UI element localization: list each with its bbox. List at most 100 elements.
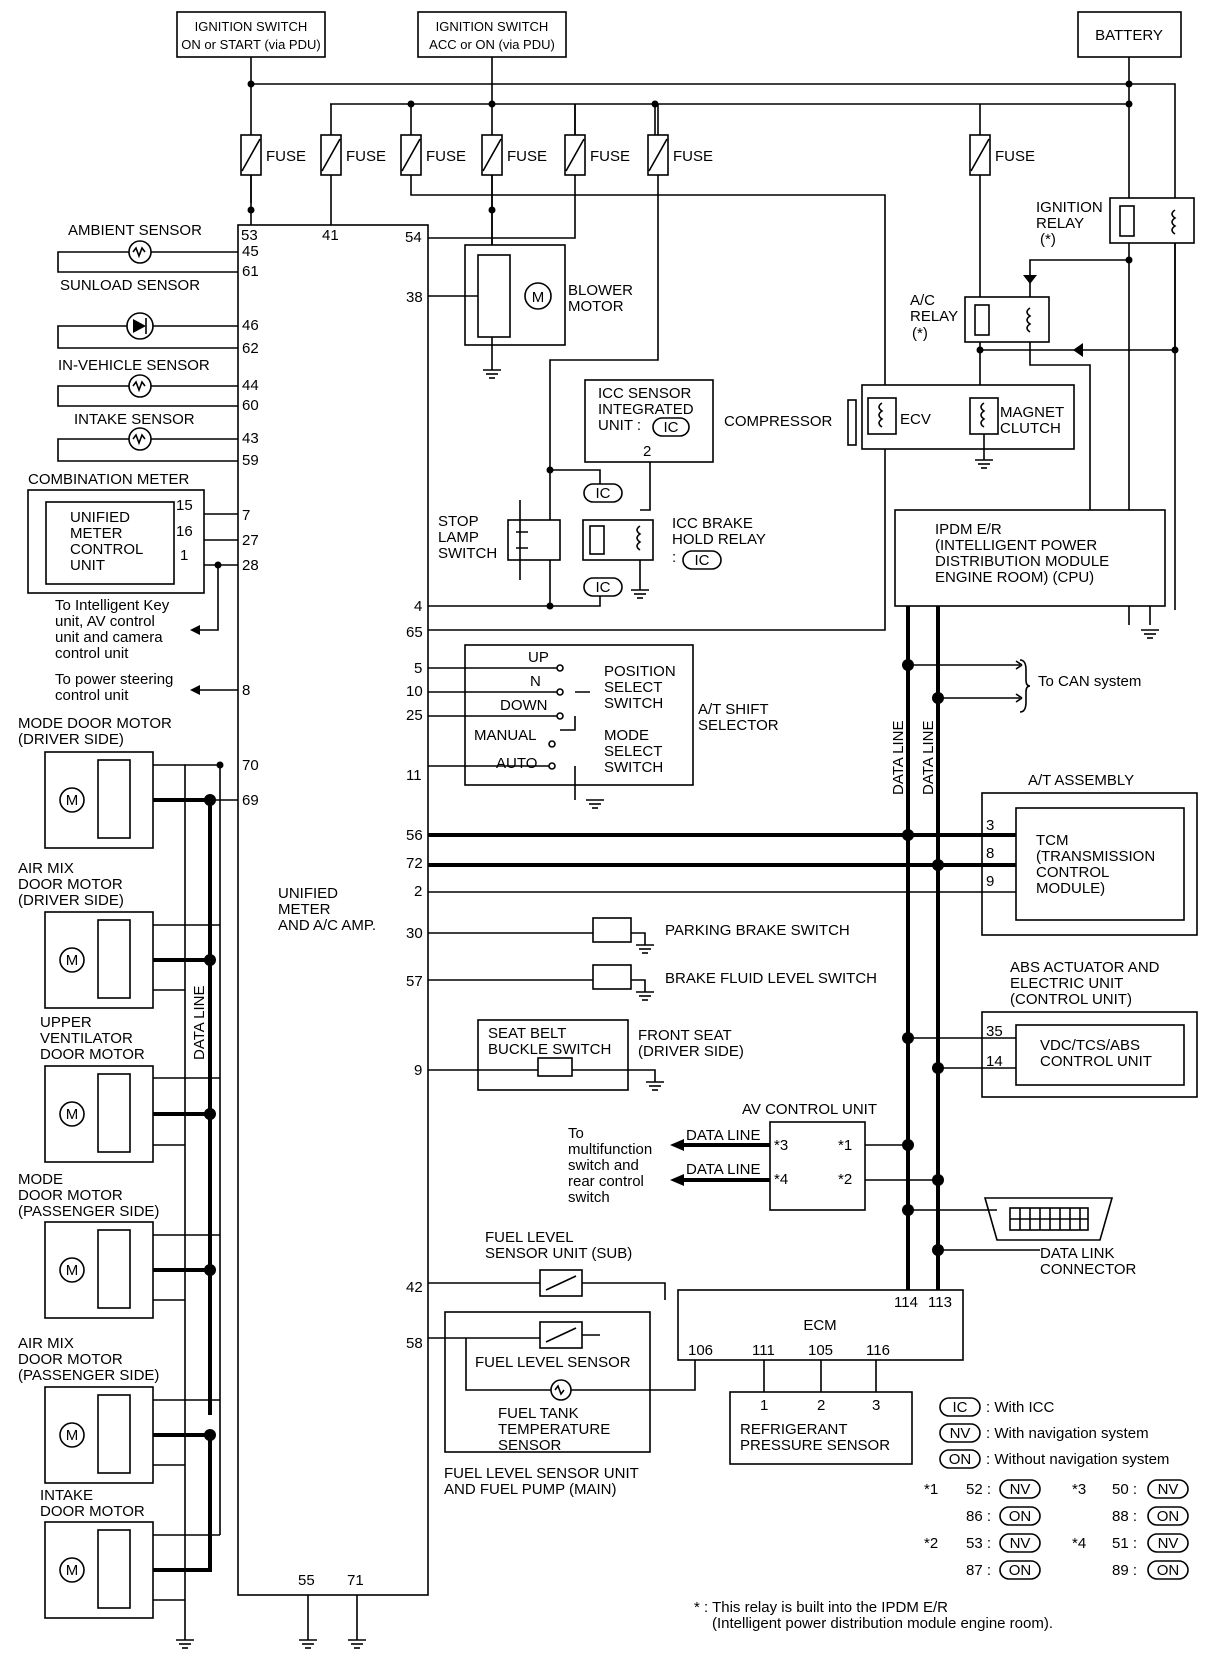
refrigerant-pressure-sensor: 1 2 3 REFRIGERANT PRESSURE SENSOR — [729, 1391, 913, 1465]
svg-text:89 :: 89 : — [1112, 1562, 1137, 1579]
svg-text:DOOR MOTOR: DOOR MOTOR — [40, 1046, 145, 1063]
svg-text:M: M — [66, 952, 79, 969]
svg-text:3: 3 — [986, 817, 994, 834]
svg-text:UNIT :: UNIT : — [598, 417, 641, 434]
svg-text:M: M — [66, 1262, 79, 1279]
svg-text:ON: ON — [1009, 1562, 1032, 1579]
svg-text:UNIT: UNIT — [70, 557, 105, 574]
svg-text:70: 70 — [242, 757, 259, 774]
in-vehicle-sensor: IN-VEHICLE SENSOR — [57, 357, 238, 407]
svg-text:M: M — [66, 792, 79, 809]
svg-text:42: 42 — [406, 1279, 423, 1296]
svg-text:28: 28 — [242, 557, 259, 574]
ipdm-er: IPDM E/R (INTELLIGENT POWER DISTRIBUTION… — [894, 509, 1166, 607]
svg-text:2: 2 — [817, 1397, 825, 1414]
svg-text:ON: ON — [1157, 1508, 1180, 1525]
svg-text:(INTELLIGENT POWER: (INTELLIGENT POWER — [935, 537, 1097, 554]
svg-text:ECV: ECV — [900, 411, 931, 428]
battery: BATTERY — [1077, 11, 1182, 58]
svg-text:ELECTRIC UNIT: ELECTRIC UNIT — [1010, 975, 1123, 992]
svg-text:(DRIVER SIDE): (DRIVER SIDE) — [18, 731, 124, 748]
svg-text:58: 58 — [406, 1335, 423, 1352]
motor-data-line-label: DATA LINE — [191, 986, 208, 1060]
svg-text:UPPER: UPPER — [40, 1014, 92, 1031]
svg-text:DOOR MOTOR: DOOR MOTOR — [18, 1351, 123, 1368]
svg-text:2: 2 — [643, 443, 651, 460]
svg-text:65: 65 — [406, 624, 423, 641]
svg-text:TCM: TCM — [1036, 832, 1069, 849]
svg-text:88 :: 88 : — [1112, 1508, 1137, 1525]
svg-text:AND FUEL PUMP (MAIN): AND FUEL PUMP (MAIN) — [444, 1481, 617, 1498]
svg-text:STOP: STOP — [438, 513, 479, 530]
svg-text:1: 1 — [180, 547, 188, 564]
svg-text:SWITCH: SWITCH — [604, 695, 663, 712]
svg-text:METER: METER — [278, 901, 331, 918]
svg-text:SWITCH: SWITCH — [438, 545, 497, 562]
svg-text:NV: NV — [1158, 1481, 1179, 1498]
svg-text:52 :: 52 : — [966, 1481, 991, 1498]
svg-text:MAGNET: MAGNET — [1000, 404, 1064, 421]
ignition-relay: IGNITION RELAY (*) — [1036, 197, 1195, 248]
svg-text:INTAKE SENSOR: INTAKE SENSOR — [74, 411, 195, 428]
svg-text:DISTRIBUTION MODULE: DISTRIBUTION MODULE — [935, 553, 1109, 570]
svg-text:DATA LINE: DATA LINE — [686, 1127, 760, 1144]
svg-text:CONTROL UNIT: CONTROL UNIT — [1040, 1053, 1152, 1070]
fuse-2: FUSE — [320, 134, 386, 176]
svg-text:ON: ON — [1009, 1508, 1032, 1525]
svg-text:2: 2 — [414, 883, 422, 900]
svg-text:BRAKE FLUID LEVEL SWITCH: BRAKE FLUID LEVEL SWITCH — [665, 970, 877, 987]
svg-text:IN-VEHICLE SENSOR: IN-VEHICLE SENSOR — [58, 357, 210, 374]
amp-label: UNIFIED METER AND A/C AMP. — [278, 885, 376, 934]
svg-text:IC: IC — [596, 485, 611, 502]
svg-text:COMBINATION METER: COMBINATION METER — [28, 471, 190, 488]
mode-door-motor-driver: MODE DOOR MOTOR (DRIVER SIDE) M — [18, 715, 210, 849]
svg-text:8: 8 — [986, 845, 994, 862]
svg-text:57: 57 — [406, 973, 423, 990]
svg-text:FUEL TANK: FUEL TANK — [498, 1405, 579, 1422]
svg-text:A/C: A/C — [910, 292, 935, 309]
icc-sensor-unit: ICC SENSOR INTEGRATED UNIT : IC 2 — [584, 379, 714, 463]
svg-text:(*): (*) — [912, 325, 928, 342]
parking-brake-switch: PARKING BRAKE SWITCH — [592, 917, 850, 943]
ac-relay: A/C RELAY (*) — [910, 275, 1050, 343]
svg-text:IGNITION: IGNITION — [1036, 199, 1103, 216]
svg-text:MODULE): MODULE) — [1036, 880, 1105, 897]
svg-text:MODE: MODE — [604, 727, 649, 744]
ignition-switch-acc-on: IGNITION SWITCH ACC or ON (via PDU) — [417, 11, 567, 58]
power-steering-note: To power steering control unit — [55, 671, 173, 704]
mode-door-motor-passenger: MODE DOOR MOTOR (PASSENGER SIDE) M — [18, 1171, 220, 1319]
svg-text:IC: IC — [953, 1399, 968, 1416]
svg-text:M: M — [66, 1562, 79, 1579]
svg-text:M: M — [66, 1427, 79, 1444]
svg-text:111: 111 — [752, 1342, 775, 1359]
svg-text:AV CONTROL UNIT: AV CONTROL UNIT — [742, 1101, 877, 1118]
fuel-level-sensor-sub: FUEL LEVEL SENSOR UNIT (SUB) — [485, 1229, 632, 1297]
svg-text:DOWN: DOWN — [500, 697, 548, 714]
svg-text:multifunction: multifunction — [568, 1141, 652, 1158]
svg-text:rear control: rear control — [568, 1173, 644, 1190]
svg-text:DOOR MOTOR: DOOR MOTOR — [40, 1503, 145, 1520]
sunload-sensor: SUNLOAD SENSOR — [57, 277, 238, 349]
svg-text:AMBIENT SENSOR: AMBIENT SENSOR — [68, 222, 202, 239]
svg-text:SUNLOAD SENSOR: SUNLOAD SENSOR — [60, 277, 200, 294]
svg-text:55: 55 — [298, 1572, 315, 1589]
svg-text:ECM: ECM — [803, 1317, 836, 1334]
svg-text:MODE: MODE — [18, 1171, 63, 1188]
svg-text:27: 27 — [242, 532, 259, 549]
svg-text:PARKING BRAKE SWITCH: PARKING BRAKE SWITCH — [665, 922, 850, 939]
svg-text:41: 41 — [322, 227, 339, 244]
svg-text:FUEL LEVEL: FUEL LEVEL — [485, 1229, 574, 1246]
svg-text:56: 56 — [406, 827, 423, 844]
svg-text:54: 54 — [405, 229, 422, 246]
svg-text:SELECT: SELECT — [604, 679, 662, 696]
svg-text:CLUTCH: CLUTCH — [1000, 420, 1061, 437]
svg-text:control unit: control unit — [55, 645, 129, 662]
svg-text:IC: IC — [596, 579, 611, 596]
at-assembly: A/T ASSEMBLY TCM (TRANSMISSION CONTROL M… — [981, 772, 1198, 936]
svg-text:1: 1 — [760, 1397, 768, 1414]
svg-text:AIR MIX: AIR MIX — [18, 860, 74, 877]
svg-text:FUEL LEVEL SENSOR UNIT: FUEL LEVEL SENSOR UNIT — [444, 1465, 639, 1482]
svg-text:5: 5 — [414, 660, 422, 677]
svg-text:switch and: switch and — [568, 1157, 639, 1174]
svg-text:IGNITION SWITCH: IGNITION SWITCH — [195, 19, 308, 34]
